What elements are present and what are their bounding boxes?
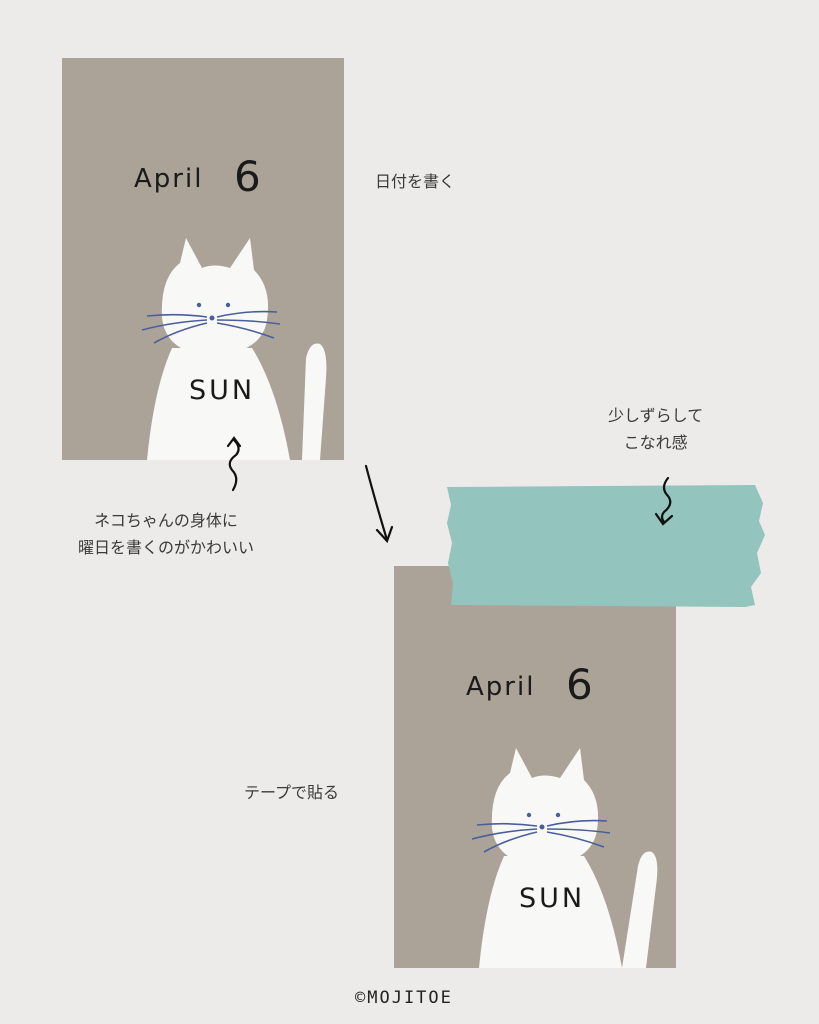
note-shift: 少しずらして こなれ感 (608, 402, 703, 456)
cat-illustration (141, 238, 327, 460)
cat-illustration (471, 748, 658, 968)
copyright-credit: ©MOJITOE (355, 988, 453, 1008)
weekday: SUN (189, 375, 256, 406)
calendar-card-taped: April 6 SUN (394, 566, 676, 968)
note-cat-body: ネコちゃんの身体に 曜日を書くのがかわいい (78, 507, 254, 561)
note-write-date: 日付を書く (375, 172, 456, 191)
note-shift-line2: こなれ感 (623, 433, 688, 452)
washi-tape (447, 485, 765, 607)
note-cat-line1: ネコちゃんの身体に (94, 511, 238, 530)
date-day: 6 (566, 660, 593, 709)
note-shift-line1: 少しずらして (608, 406, 704, 425)
date-month: April (466, 672, 536, 702)
date-day: 6 (234, 152, 261, 201)
calendar-card-before: April 6 SUN (62, 58, 344, 460)
note-tape: テープで貼る (244, 783, 340, 802)
weekday: SUN (519, 883, 586, 914)
date-month: April (134, 164, 204, 194)
arrow-down-icon (364, 464, 389, 542)
note-cat-line2: 曜日を書くのがかわいい (78, 538, 255, 557)
